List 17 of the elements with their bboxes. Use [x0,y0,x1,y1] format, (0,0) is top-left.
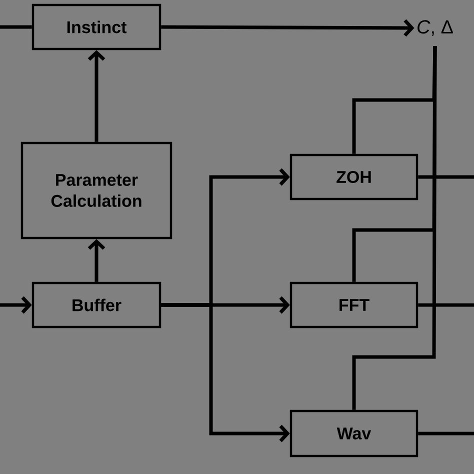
connector-line [161,19,414,37]
output-label: C, Δ [418,20,453,36]
process-box: Buffer [32,282,162,328]
process-box: Instinct [32,4,162,50]
process-box: Parameter Calculation [20,142,172,240]
connector-line [418,432,474,436]
process-box: Wav [290,410,418,458]
connector-line [161,303,290,442]
process-box: ZOH [290,154,418,200]
connector-line [352,46,437,410]
connector-line [88,239,106,282]
connector-line [0,25,32,29]
connector-line [88,50,106,142]
connector-line [418,175,474,179]
connector-line [418,303,474,307]
process-box: FFT [290,282,418,328]
connector-line [0,296,32,314]
